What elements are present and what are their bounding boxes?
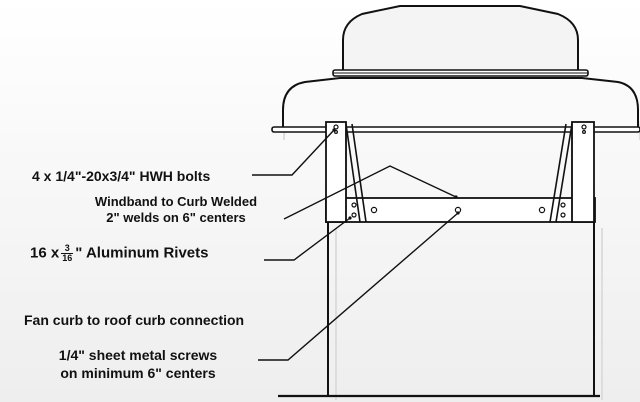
rivets [351, 202, 566, 218]
windband-callout-line2: 2" welds on 6" centers [106, 210, 246, 225]
left-curb-post [325, 121, 347, 223]
fan-hood [282, 77, 639, 129]
hood-flange [271, 126, 640, 133]
rivets-suffix: " Aluminum Rivets [75, 244, 209, 262]
rivets-prefix: 16 x [30, 244, 60, 262]
leader-lines [252, 129, 459, 361]
dome-cap [342, 5, 579, 75]
diagonal-braces [345, 123, 573, 223]
rivets-fraction-num: 3 [61, 244, 74, 254]
fan-curb-connection-callout: Fan curb to roof curb connection [24, 312, 245, 328]
bolt-holes [333, 124, 587, 135]
screws-callout-line1: 1/4" sheet metal screws [58, 347, 218, 363]
screws-callout-line2: on minimum 6" centers [60, 365, 216, 381]
bolts-callout: 4 x 1/4"-20x3/4" HWH bolts [32, 168, 211, 184]
leader-tips [332, 128, 460, 220]
windband-callout-line1: Windband to Curb Welded [94, 194, 258, 209]
right-curb-post [571, 121, 595, 223]
screws-callout: 1/4" sheet metal screws on minimum 6" ce… [20, 346, 256, 382]
rivets-fraction-den: 16 [62, 253, 73, 263]
windband-callout: Windband to Curb Welded 2" welds on 6" c… [60, 194, 292, 226]
